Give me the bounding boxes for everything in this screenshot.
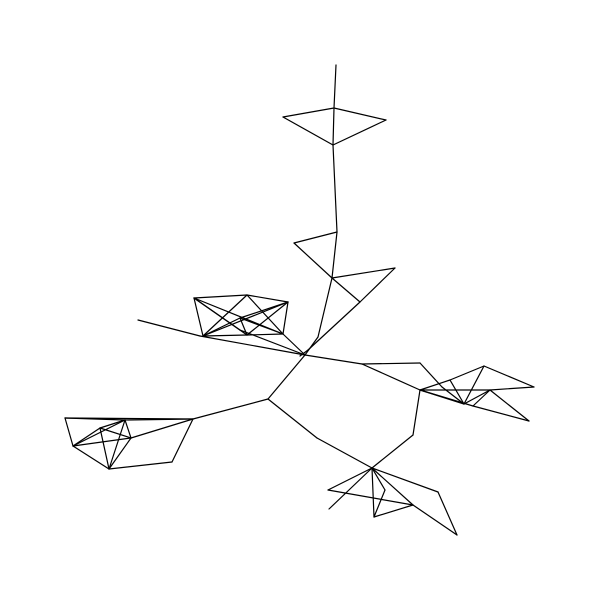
graph-edge — [327, 489, 414, 506]
graph-edge — [361, 363, 421, 391]
graph-edge — [239, 329, 306, 356]
graph-edge — [108, 437, 132, 470]
graph-edge — [99, 427, 110, 470]
graph-edge — [72, 419, 126, 447]
graph-edge — [137, 319, 201, 337]
graph-edge — [282, 301, 289, 335]
graph-edge — [293, 242, 333, 279]
graph-edge — [304, 336, 319, 356]
graph-edge — [72, 437, 132, 447]
graph-edge — [328, 467, 373, 510]
graph-edge — [371, 467, 386, 491]
graph-edge — [239, 301, 289, 319]
graph-edge — [202, 317, 241, 337]
graph-edge — [316, 437, 373, 469]
graph-edge — [282, 116, 334, 146]
graph-edge — [332, 107, 335, 146]
graph-edge — [463, 389, 491, 405]
graph-edge — [419, 379, 451, 391]
graph-edge — [483, 365, 535, 388]
graph-edge — [246, 294, 289, 303]
graph-edge — [108, 461, 173, 470]
graph-edge — [489, 386, 535, 391]
graph-edge — [282, 333, 306, 356]
graph-edge — [267, 354, 306, 400]
graph-edge — [124, 418, 194, 421]
graph-edge — [331, 277, 361, 303]
graph-edge — [199, 335, 306, 356]
graph-edge — [412, 504, 458, 536]
graph-edge — [108, 419, 126, 470]
graph-edge — [449, 379, 465, 405]
graph-edge — [472, 389, 491, 407]
graph-edge — [293, 231, 338, 244]
graph-edge — [72, 445, 110, 470]
graph-edge — [124, 419, 132, 439]
graph-edge — [373, 489, 386, 518]
graph-edge — [331, 267, 396, 279]
graph-edge — [332, 144, 338, 233]
graph-edge — [202, 294, 248, 337]
graph-edge — [202, 301, 289, 337]
graph-edge — [246, 294, 284, 335]
graph-edge — [99, 419, 126, 429]
graph-edge — [331, 231, 338, 279]
graph-edge — [373, 504, 414, 518]
graph-edge — [64, 417, 74, 447]
graph-edge — [193, 297, 204, 337]
graph-edge — [489, 389, 530, 422]
graph-edge — [72, 427, 101, 447]
graph-edge — [333, 64, 337, 109]
graph-edge — [282, 107, 335, 118]
graph-edge — [472, 405, 530, 422]
graph-edge — [419, 362, 443, 388]
graph-edge — [359, 267, 396, 303]
graph-edge — [327, 467, 373, 491]
graph-edge — [299, 349, 309, 357]
graph-edge — [361, 362, 421, 365]
graph-edge — [463, 365, 485, 405]
graph-edge — [449, 365, 485, 381]
graph-edge — [412, 389, 421, 436]
graph-edge — [99, 427, 132, 439]
graph-edge — [171, 418, 194, 463]
graph-edge — [332, 119, 387, 146]
graph-edge — [437, 491, 458, 536]
graph-edge — [371, 434, 414, 469]
graph-edge — [130, 418, 194, 439]
graph-edge — [307, 301, 361, 351]
graph-edge — [371, 467, 414, 506]
graph-edge — [371, 467, 375, 518]
graph-edge — [333, 107, 387, 121]
graph-edge — [304, 354, 363, 365]
graph-edge — [371, 467, 439, 493]
graph-edge — [193, 294, 248, 299]
graph-edge — [267, 398, 318, 439]
graph-edge — [239, 317, 284, 335]
graph-edge — [202, 334, 248, 337]
graph-edge — [317, 277, 333, 338]
graph-edge — [419, 389, 474, 407]
graph-edge — [246, 301, 289, 336]
graph-edge — [192, 398, 269, 420]
graph-edges — [64, 64, 535, 536]
